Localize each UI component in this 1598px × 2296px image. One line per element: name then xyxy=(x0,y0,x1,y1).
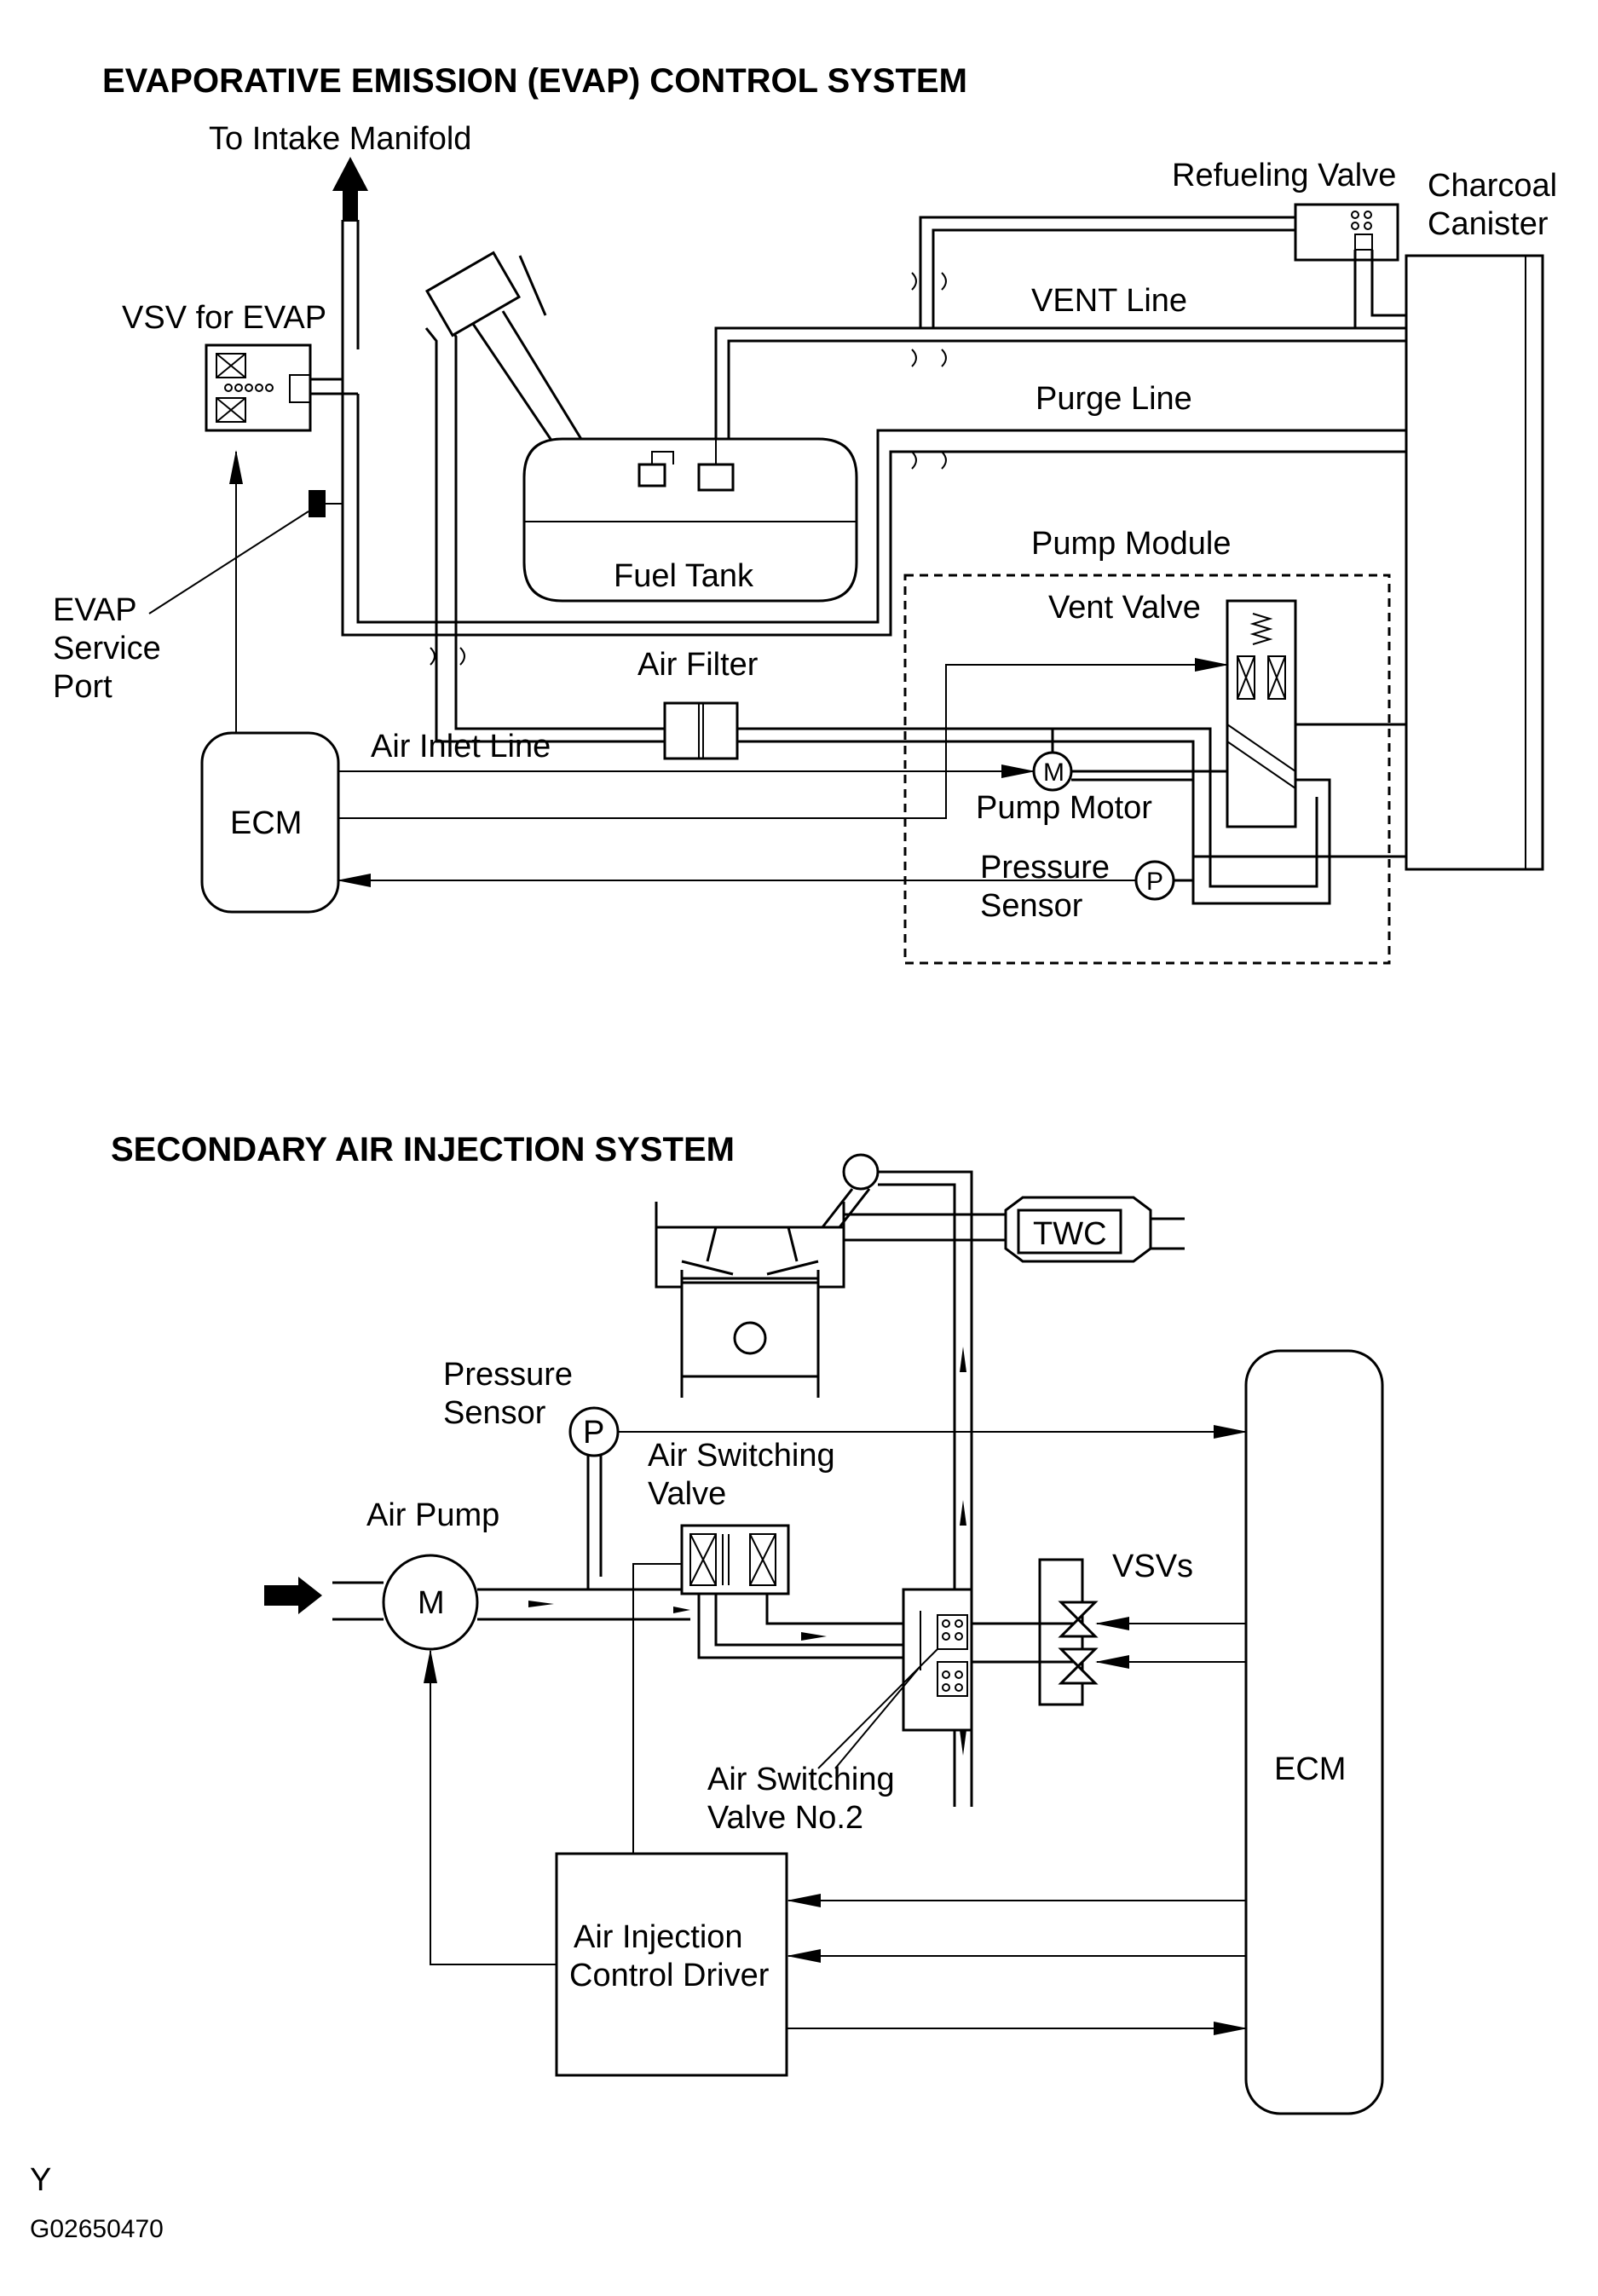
charcoal-canister-label-1: Charcoal xyxy=(1428,168,1557,204)
air-pump-symbol: M xyxy=(418,1585,445,1621)
purge-line-label: Purge Line xyxy=(1036,381,1192,417)
asv-label-2: Valve xyxy=(648,1476,726,1512)
charcoal-canister-label-2: Canister xyxy=(1428,206,1549,242)
air-pump-label: Air Pump xyxy=(366,1497,499,1533)
air-filter-label: Air Filter xyxy=(637,647,759,683)
evap-service-port-label-1: EVAP xyxy=(53,592,137,628)
evap-section: EVAPORATIVE EMISSION (EVAP) CONTROL SYST… xyxy=(53,62,1557,965)
sai-ecm xyxy=(1244,1349,1384,2115)
air-inlet-line-label: Air Inlet Line xyxy=(371,729,551,764)
vsv-evap xyxy=(205,343,358,432)
evap-pressure-sensor: P xyxy=(1134,860,1193,901)
vent-valve xyxy=(1226,599,1406,828)
footer-code: G02650470 xyxy=(30,2215,164,2243)
asv2-label-2: Valve No.2 xyxy=(707,1800,863,1836)
engine-cylinder xyxy=(655,1202,1006,1398)
pump-module-label: Pump Module xyxy=(1031,526,1231,562)
vsvs-label: VSVs xyxy=(1112,1549,1193,1584)
evap-motor-symbol: M xyxy=(1043,759,1064,787)
intake-arrow xyxy=(332,157,368,358)
twc-label: TWC xyxy=(1033,1216,1107,1252)
sai-pressure-sensor-label-1: Pressure xyxy=(443,1357,573,1393)
pump-motor-label: Pump Motor xyxy=(976,790,1152,826)
aicd-label-2: Control Driver xyxy=(569,1958,770,1993)
refueling-valve xyxy=(1294,203,1406,328)
fuel-tank xyxy=(522,437,858,603)
sai-pressure-sensor-label-2: Sensor xyxy=(443,1395,546,1431)
twc xyxy=(1004,1196,1185,1263)
footer-letter: Y xyxy=(30,2162,51,2198)
vsv-evap-label: VSV for EVAP xyxy=(122,300,326,336)
evap-ecm xyxy=(200,731,340,914)
pressure-sensor-label-2: Sensor xyxy=(980,888,1083,924)
aicd-label-1: Air Injection xyxy=(574,1919,743,1955)
charcoal-canister xyxy=(1405,254,1544,871)
evap-pressure-symbol: P xyxy=(1146,868,1163,896)
air-switching-valve xyxy=(673,1524,912,1659)
sai-ecm-label: ECM xyxy=(1274,1751,1346,1787)
evap-title: EVAPORATIVE EMISSION (EVAP) CONTROL SYST… xyxy=(102,62,967,100)
air-filter xyxy=(663,701,739,760)
evap-service-port-label-3: Port xyxy=(53,669,112,705)
vsvs xyxy=(972,1558,1099,1706)
air-pump: M xyxy=(264,1554,690,1651)
air-switching-valve-2 xyxy=(902,1347,973,1756)
asv2-label-1: Air Switching xyxy=(707,1762,895,1797)
sai-pressure-sensor: P xyxy=(568,1406,620,1589)
pump-module-boundary xyxy=(903,574,1391,965)
sai-title: SECONDARY AIR INJECTION SYSTEM xyxy=(111,1131,735,1168)
asv-label-1: Air Switching xyxy=(648,1438,835,1474)
sai-section: SECONDARY AIR INJECTION SYSTEM TWC xyxy=(111,1131,1384,2115)
sai-pressure-symbol: P xyxy=(583,1415,604,1451)
evap-service-port-label-2: Service xyxy=(53,631,161,666)
evap-pump-motor: M xyxy=(1032,729,1227,792)
refueling-valve-label: Refueling Valve xyxy=(1172,158,1396,193)
vent-valve-label: Vent Valve xyxy=(1048,590,1201,626)
vent-line-label: VENT Line xyxy=(1031,283,1187,319)
fuel-tank-label: Fuel Tank xyxy=(614,558,754,594)
air-injection-control-driver xyxy=(555,1852,788,2077)
evap-service-port xyxy=(148,490,343,614)
to-intake-label: To Intake Manifold xyxy=(209,121,471,157)
evap-ecm-label: ECM xyxy=(230,805,302,841)
